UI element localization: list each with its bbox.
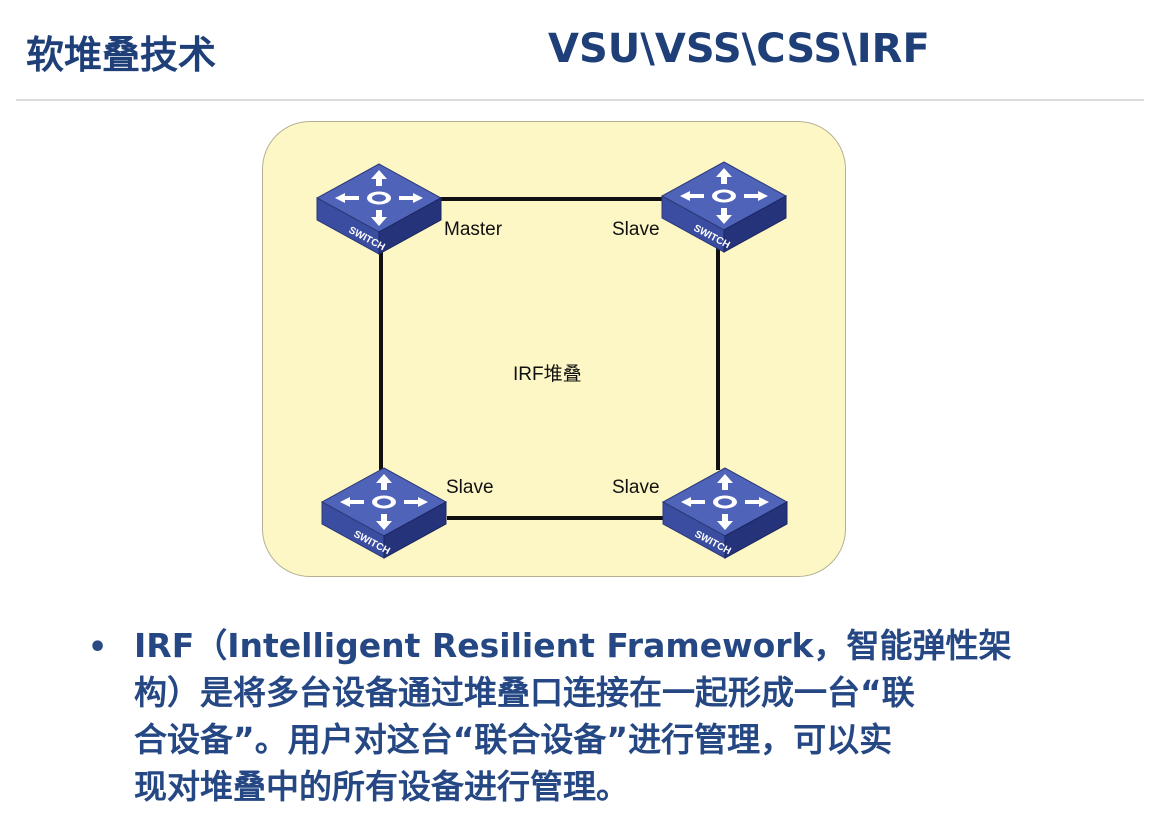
title-divider bbox=[16, 99, 1144, 101]
node-role-label: Slave bbox=[446, 477, 494, 498]
description-line: 构）是将多台设备通过堆叠口连接在一起形成一台“联 bbox=[134, 673, 915, 712]
node-role-label: Master bbox=[444, 219, 503, 240]
stack-label: IRF堆叠 bbox=[513, 364, 582, 385]
page-subtitle: VSU\VSS\CSS\IRF bbox=[548, 26, 930, 72]
description-line: 现对堆叠中的所有设备进行管理。 bbox=[134, 767, 629, 806]
page-title: 软堆叠技术 bbox=[26, 33, 217, 77]
bullet-marker: • bbox=[88, 630, 108, 665]
node-role-label: Slave bbox=[612, 477, 660, 498]
node-role-label: Slave bbox=[612, 219, 660, 240]
description-line: IRF（Intelligent Resilient Framework，智能弹性… bbox=[134, 626, 1012, 665]
description-line: 合设备”。用户对这台“联合设备”进行管理，可以实 bbox=[134, 720, 893, 759]
description-text: IRF（Intelligent Resilient Framework，智能弹性… bbox=[134, 622, 1094, 810]
